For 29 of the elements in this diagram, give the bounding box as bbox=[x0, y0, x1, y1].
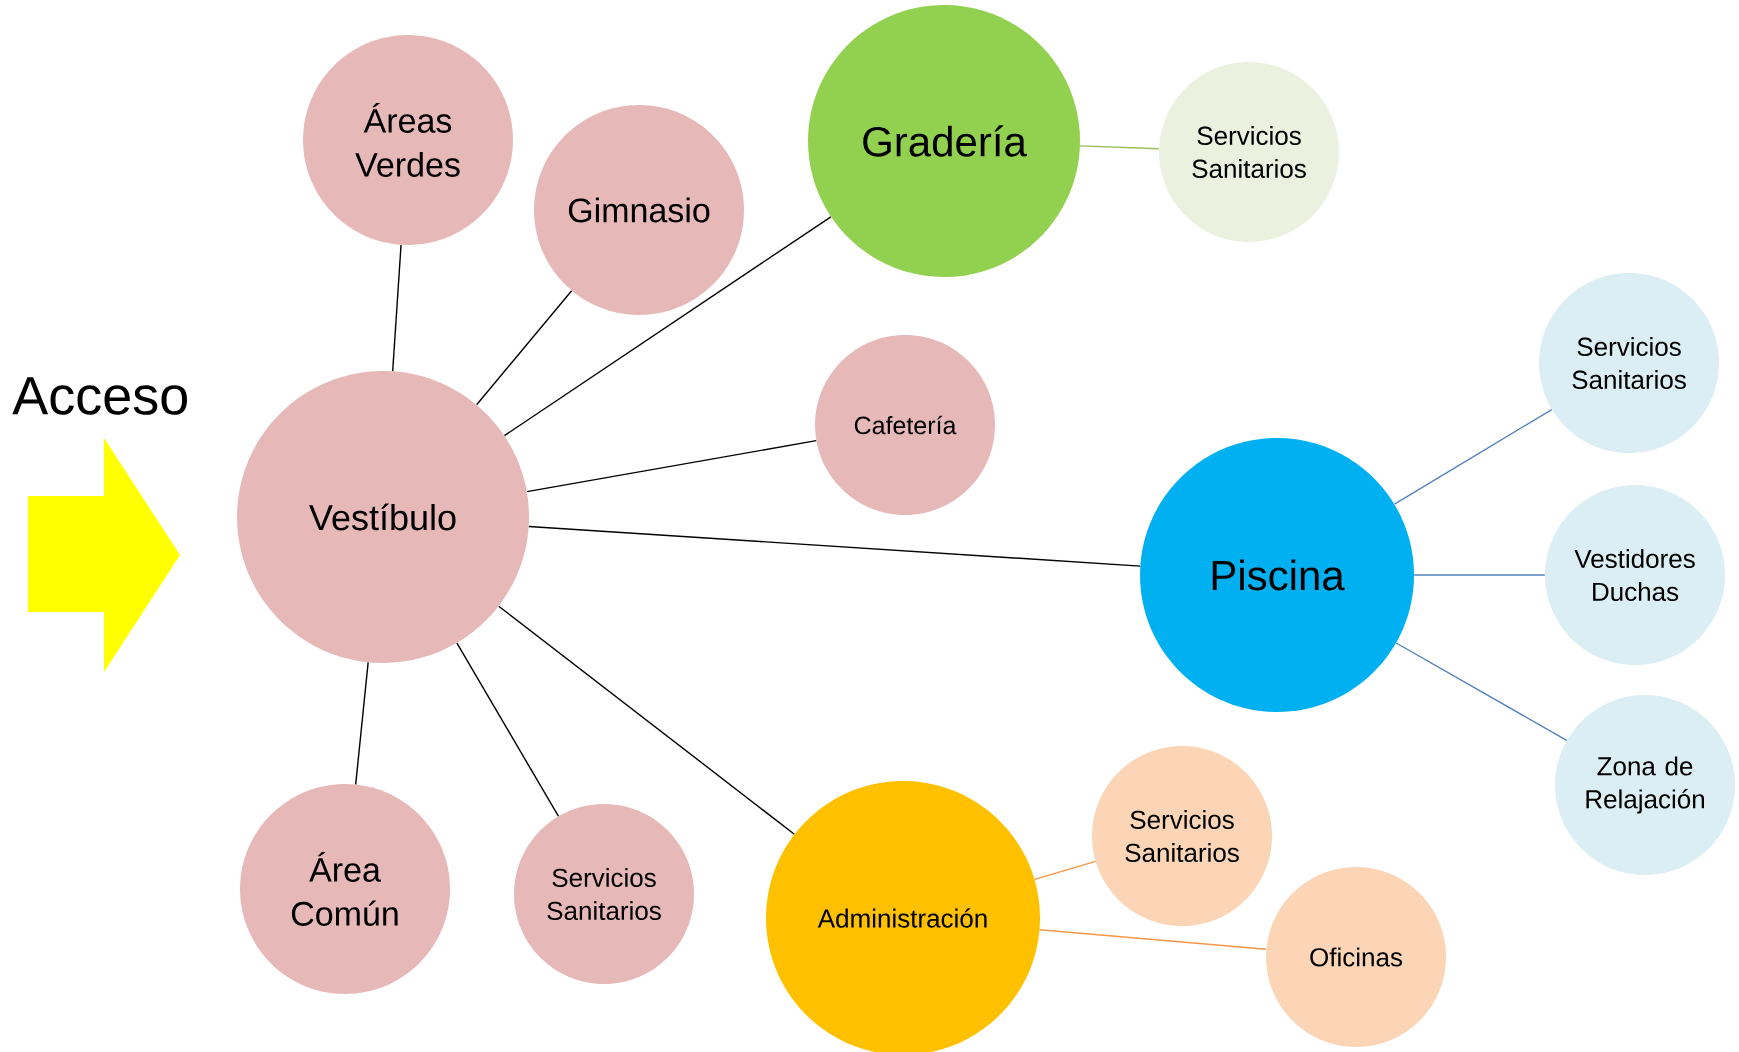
connector-line bbox=[392, 244, 402, 372]
circle-node: Piscina bbox=[1140, 438, 1414, 712]
connector-line bbox=[1079, 145, 1160, 150]
circle-node: Áreas Verdes bbox=[303, 35, 513, 245]
connector-line bbox=[475, 290, 573, 406]
circle-node: Servicios Sanitarios bbox=[514, 804, 694, 984]
circle-node: Vestíbulo bbox=[237, 371, 529, 663]
arrow-label: Acceso bbox=[12, 377, 187, 415]
circle-node: Gimnasio bbox=[534, 105, 744, 315]
connector-line bbox=[498, 605, 796, 835]
connector-line bbox=[1393, 408, 1553, 505]
circle-node: Servicios Sanitarios bbox=[1159, 62, 1339, 242]
connector-line bbox=[528, 525, 1141, 567]
circle-node: Zona de Relajación bbox=[1555, 695, 1735, 875]
connector-line bbox=[1413, 574, 1546, 576]
circle-node: Área Común bbox=[240, 784, 450, 994]
circle-node: Cafetería bbox=[815, 335, 995, 515]
circle-node: Servicios Sanitarios bbox=[1539, 273, 1720, 453]
circle-node: Servicios Sanitarios bbox=[1092, 746, 1272, 926]
connector-line bbox=[1033, 860, 1097, 880]
connector-line bbox=[1395, 642, 1568, 741]
circle-node: Oficinas bbox=[1266, 867, 1446, 1047]
circle-node: Gradería bbox=[808, 5, 1080, 277]
connector-line bbox=[355, 661, 369, 786]
circle-node: Vestidores Duchas bbox=[1545, 485, 1725, 665]
connector-line bbox=[456, 642, 560, 817]
connector-line bbox=[1039, 929, 1267, 950]
connector-line bbox=[503, 216, 832, 437]
connector-line bbox=[526, 439, 817, 493]
